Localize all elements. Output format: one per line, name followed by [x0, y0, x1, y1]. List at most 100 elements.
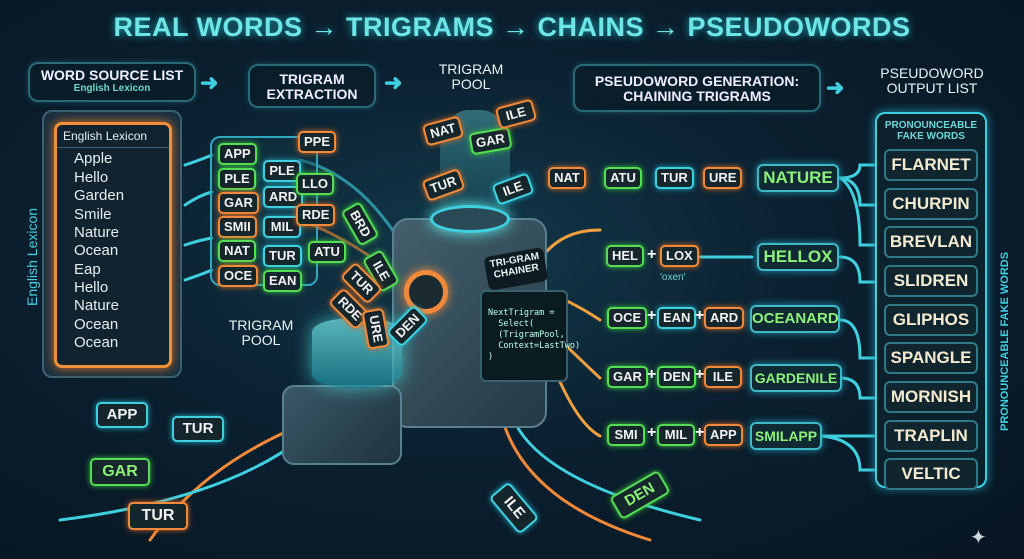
list-item: Ocean	[74, 316, 119, 333]
code-line: (TrigramPool,	[488, 330, 565, 340]
plus-sign: +	[647, 366, 657, 383]
chain-token: ATU	[604, 167, 642, 189]
trigram-token: RDE	[296, 204, 336, 226]
trigram-extraction-header: TRIGRAM EXTRACTION	[248, 64, 376, 108]
list-item: Hello	[74, 279, 109, 296]
pseudoword-generation-header: PSEUDOWORD GENERATION: CHAINING TRIGRAMS	[573, 64, 821, 112]
chain-token: ARD	[704, 307, 745, 329]
trigram-token: APP	[218, 143, 257, 165]
output-panel-line1: PRONOUNCEABLE	[884, 120, 978, 131]
plus-sign: +	[647, 424, 657, 441]
extraction-heading-line1: TRIGRAM	[279, 71, 345, 87]
floor-token: APP	[96, 402, 148, 428]
tablet: English Lexicon	[42, 110, 182, 378]
trigram-token: SMII	[218, 216, 257, 238]
floor-token: TUR	[172, 416, 224, 442]
chain-token: GAR	[607, 366, 648, 388]
output-word: BREVLAN	[884, 226, 978, 258]
output-panel-line2: FAKE WORDS	[897, 131, 965, 142]
machine-top-port	[430, 205, 510, 233]
generation-heading-line1: PSEUDOWORD GENERATION:	[594, 73, 800, 89]
plus-sign: +	[695, 307, 705, 324]
trigram-pool-label-bottom: TRIGRAM POOL	[226, 318, 296, 348]
word-source-subheading: English Lexicon	[73, 83, 151, 94]
list-item: Apple	[74, 150, 113, 167]
output-word: VELTIC	[884, 458, 978, 490]
chain-token: ILE	[704, 366, 742, 388]
chain-token: URE	[703, 167, 743, 189]
code-line: Context=LastTwo)	[488, 341, 581, 351]
trigram-token: OCE	[218, 265, 259, 287]
output-vertical-label: PRONOUNCEABLE FAKE WORDS	[999, 251, 1011, 431]
chain-token: DEN	[657, 366, 697, 388]
list-item: Ocean	[74, 242, 119, 259]
chain-result: OCEANARD	[750, 305, 840, 333]
trigram-token: PLE	[218, 168, 256, 190]
trigram-token: MIL	[263, 216, 301, 238]
chain-token: LOX	[660, 245, 699, 267]
chain-token: MIL	[657, 424, 695, 446]
list-item: Eap	[74, 261, 101, 278]
output-word: SPANGLE	[884, 342, 978, 374]
trigram-token: LLO	[296, 173, 334, 195]
chain-token: NAT	[548, 167, 586, 189]
page-title: REAL WORDS → TRIGRAMS → CHAINS → PSEUDOW…	[113, 12, 911, 42]
chain-result: NATURE	[757, 164, 839, 192]
pool-label-line2: POOL	[241, 332, 281, 348]
arrow-right-icon: ➜	[384, 70, 403, 95]
pool-base	[282, 385, 402, 465]
list-item: Hello	[74, 169, 109, 186]
chain-result: SMILAPP	[750, 422, 822, 450]
arrow-right-icon: ➜	[200, 70, 219, 95]
trigram-token: PPE	[298, 131, 337, 153]
chainer-code-screen: NextTrigram = Select( (TrigramPool, Cont…	[480, 290, 581, 382]
chain-token: OCE	[607, 307, 648, 329]
pool-label-line1: TRIGRAM	[438, 61, 504, 77]
list-item: Nature	[74, 297, 120, 314]
output-heading-line2: OUTPUT LIST	[886, 80, 978, 96]
code-line: NextTrigram =	[488, 308, 555, 318]
chain-token: HEL	[606, 245, 644, 267]
trigram-token: EAN	[263, 270, 303, 292]
chain-result: HELLOX	[757, 243, 839, 271]
list-item: Ocean	[74, 334, 119, 351]
code-line: Select(	[488, 319, 535, 329]
pool-label-line1: TRIGRAM	[228, 317, 294, 333]
output-word: TRAPLIN	[884, 420, 978, 452]
generation-heading-line2: CHAINING TRIGRAMS	[623, 88, 771, 104]
trigram-token: GAR	[218, 192, 259, 214]
list-item: Garden	[74, 187, 125, 204]
chain-result: GARDENILE	[750, 364, 842, 392]
output-header: PSEUDOWORD OUTPUT LIST	[862, 66, 1002, 96]
lexicon-panel-title: English Lexicon	[57, 125, 169, 148]
floor-token: TUR	[128, 502, 188, 530]
output-word: FLARNET	[884, 149, 978, 181]
output-word: GLIPHOS	[884, 304, 978, 336]
output-word: CHURPIN	[884, 188, 978, 220]
trigram-token: PLE	[263, 160, 301, 182]
trigram-pool-label-top: TRIGRAM POOL	[436, 62, 506, 92]
floor-token: GAR	[90, 458, 150, 486]
plus-sign: +	[647, 307, 657, 324]
list-item: Smile	[74, 206, 112, 223]
code-line: )	[488, 352, 494, 362]
pool-label-line2: POOL	[451, 76, 491, 92]
chain-token: APP	[704, 424, 743, 446]
chain-token: EAN	[657, 307, 697, 329]
sparkle-icon: ✦	[970, 527, 987, 549]
arrow-right-icon: ➜	[826, 75, 845, 100]
output-word: MORNISH	[884, 381, 978, 413]
chain-token: TUR	[655, 167, 694, 189]
plus-sign: +	[647, 246, 657, 263]
plus-sign: +	[695, 366, 705, 383]
output-word: SLIDREN	[884, 265, 978, 297]
trigram-token: NAT	[218, 240, 256, 262]
chain-token: SMI	[607, 424, 645, 446]
output-heading-line1: PSEUDOWORD	[880, 65, 984, 81]
lexicon-panel: English Lexicon	[54, 122, 172, 368]
trigram-token: ARD	[263, 186, 304, 208]
trigram-token: ATU	[308, 241, 346, 263]
extraction-heading-line2: EXTRACTION	[266, 86, 358, 102]
chain-note: 'oxen'	[660, 272, 686, 283]
source-vertical-label: English Lexicon	[24, 207, 40, 306]
